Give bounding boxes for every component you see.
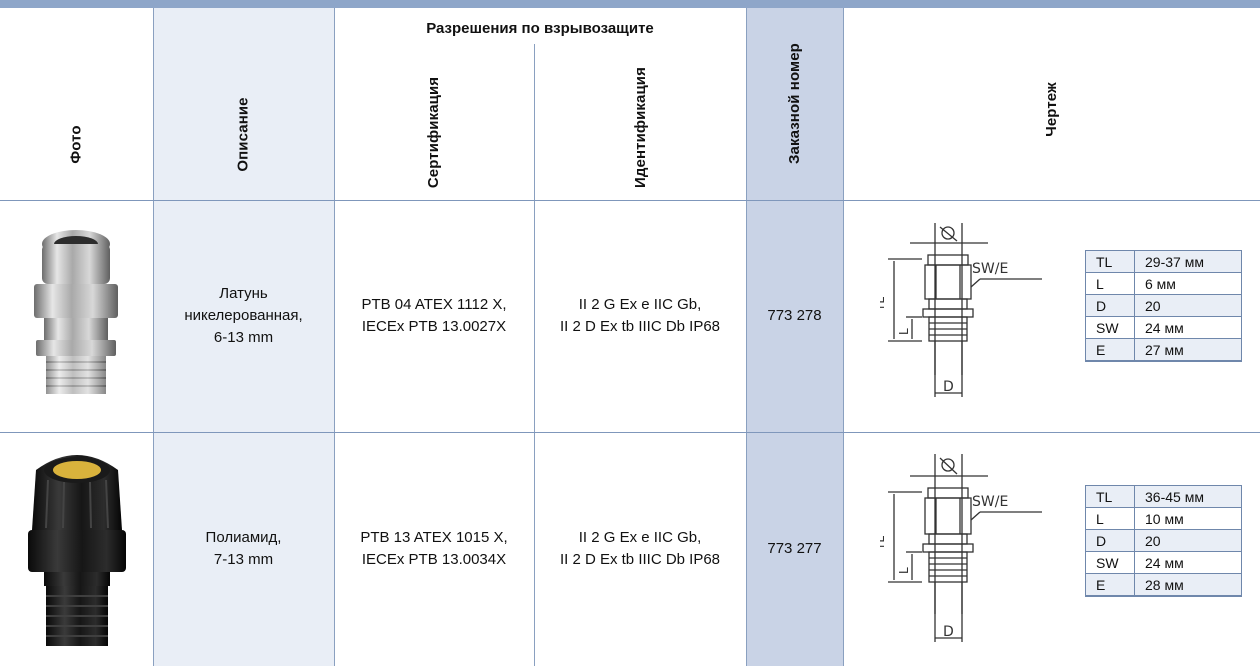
order-number-header: Заказной номер	[786, 42, 803, 164]
certification-header: Сертификация	[425, 76, 443, 188]
drawing-header: Чертеж	[1042, 81, 1060, 137]
photo-header: Фото	[68, 124, 85, 164]
row2-order-number: 773 277	[767, 540, 822, 557]
row2-certification: PTB 13 ATEX 1015 X, IECEx PTB 13.0034X	[360, 529, 508, 568]
row1-identification: II 2 G Ex e IIC Gb, II 2 D Ex tb IIIC Db…	[559, 296, 721, 335]
order-column-bg	[747, 8, 843, 666]
svg-text:L: L	[897, 567, 911, 574]
row1-certification: PTB 04 ATEX 1112 X, IECEx PTB 13.0027X	[361, 296, 507, 335]
svg-text:TL: TL	[880, 297, 887, 312]
grid-line	[843, 8, 844, 666]
nickel-brass-cable-gland-icon	[20, 222, 132, 402]
svg-text:L: L	[897, 328, 911, 335]
header-band	[0, 0, 1260, 8]
row2-identification: II 2 G Ex e IIC Gb, II 2 D Ex tb IIIC Db…	[559, 529, 721, 568]
grid-line	[0, 432, 1260, 433]
row1-dimension-drawing: SW/E TL L D	[880, 223, 1042, 397]
svg-text:TL: TL	[880, 536, 887, 551]
svg-text:D: D	[943, 624, 954, 640]
black-polyamide-cable-gland-icon	[18, 440, 136, 660]
grid-line	[334, 8, 335, 666]
identification-header: Идентификация	[631, 66, 649, 188]
grid-line	[0, 200, 1260, 201]
grid-line	[534, 44, 535, 666]
svg-text:D: D	[943, 379, 954, 395]
row2-description: Полиамид, 7-13 mm	[205, 529, 282, 568]
description-header: Описание	[235, 96, 252, 172]
row2-dimension-drawing: SW/E TL L D	[880, 454, 1042, 642]
row1-order-number: 773 278	[767, 307, 822, 324]
grid-line	[746, 8, 747, 666]
explosion-approvals-header: Разрешения по взрывозащите	[426, 20, 654, 37]
svg-text:SW/E: SW/E	[972, 261, 1008, 277]
description-column-bg	[153, 8, 334, 666]
row1-description: Латунь никелерованная, 6-13 mm	[184, 285, 303, 346]
svg-text:SW/E: SW/E	[972, 494, 1008, 510]
grid-line	[153, 8, 154, 666]
